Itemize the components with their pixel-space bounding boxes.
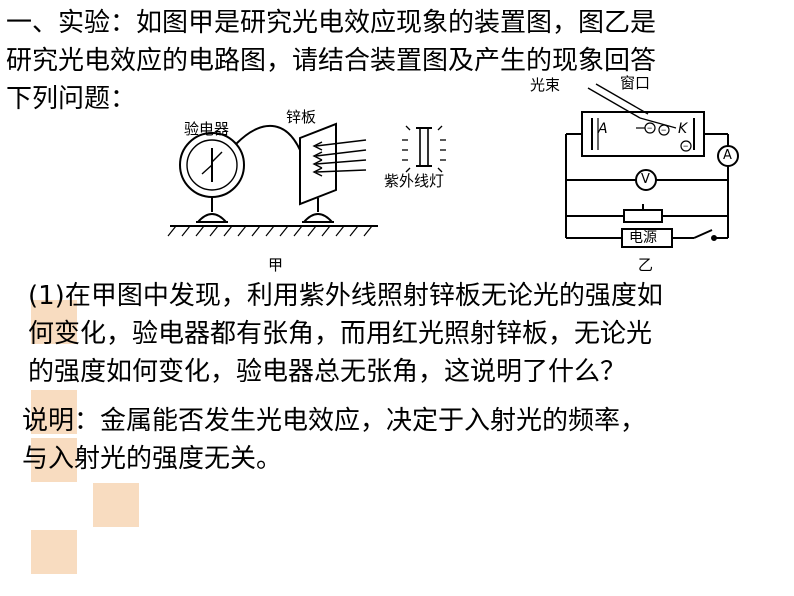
label-anode: A (598, 121, 608, 137)
caption-yi: 乙 (638, 256, 654, 274)
label-cathode: K (678, 121, 688, 137)
label-electroscope: 验电器 (184, 120, 230, 138)
question-line-2: 何变化，验电器都有张角，而用红光照射锌板，无论光 (28, 319, 653, 349)
caption-jia: 甲 (268, 256, 284, 274)
label-voltmeter: V (641, 172, 650, 187)
answer-line-1: 说明：金属能否发生光电效应，决定于入射光的频率， (22, 406, 647, 436)
svg-text:−: − (661, 125, 666, 135)
decor-square (31, 390, 77, 434)
intro-line-3: 下列问题： (6, 84, 137, 114)
svg-text:−: − (683, 141, 688, 151)
question-line-3: 的强度如何变化，验电器总无张角，这说明了什么？ (28, 357, 627, 387)
svg-text:−: − (647, 123, 652, 133)
label-window: 窗口 (620, 74, 651, 92)
decor-square (93, 483, 139, 527)
label-light-beam: 光束 (530, 76, 561, 94)
label-uv-lamp: 紫外线灯 (384, 172, 445, 190)
label-zinc-plate: 锌板 (286, 108, 317, 126)
intro-line-2: 研究光电效应的电路图，请结合装置图及产生的现象回答 (6, 46, 657, 76)
answer-line-2: 与入射光的强度无关。 (22, 444, 283, 474)
decor-square (31, 300, 77, 344)
decor-square (31, 438, 77, 482)
decor-square (31, 530, 77, 574)
intro-line-1: 一、实验：如图甲是研究光电效应现象的装置图，图乙是 (6, 8, 657, 38)
question-line-1: (1)在甲图中发现，利用紫外线照射锌板无论光的强度如 (28, 281, 663, 311)
label-ammeter: A (723, 148, 732, 163)
label-power: 电源 (629, 230, 657, 246)
